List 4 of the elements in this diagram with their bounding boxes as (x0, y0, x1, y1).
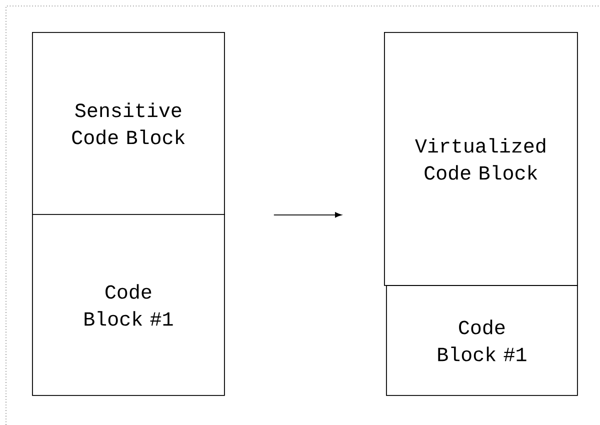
arrow (273, 212, 342, 218)
code-block-box: Code Block #1 (32, 214, 225, 396)
code-block-box: Code Block #1 (386, 284, 578, 396)
code-block-box: Sensitive Code Block (32, 32, 225, 215)
